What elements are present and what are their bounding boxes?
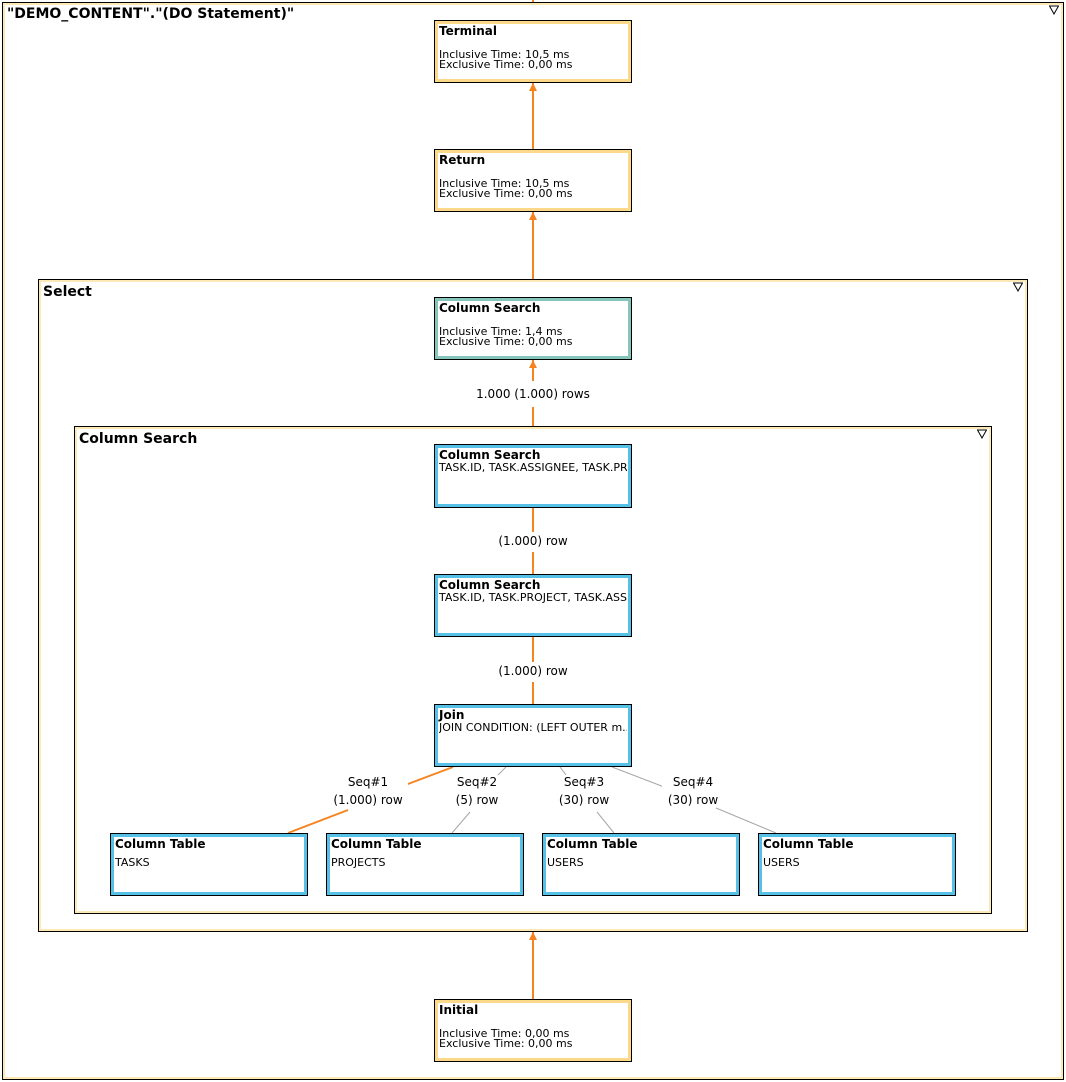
- edge-seq4-b: [715, 807, 777, 834]
- arrowhead-select-cs: [529, 360, 537, 368]
- node-initial[interactable]: Initial Inclusive Time: 0,00 ms Exclusiv…: [434, 999, 632, 1062]
- edge-seq2-b: [451, 811, 471, 834]
- node-title: Column Table: [763, 837, 854, 851]
- exclusive-time: Exclusive Time: 0,00 ms: [439, 58, 573, 71]
- seq-number: Seq#2: [456, 775, 498, 789]
- edge-seq1-b: [287, 809, 349, 834]
- node-detail: TASK.ID, TASK.PROJECT, TASK.ASSI...: [439, 592, 627, 603]
- table-name: USERS: [763, 857, 800, 869]
- edge-label-cs1: (1.000) row: [483, 534, 583, 548]
- seq4-label: Seq#4 (30) row: [662, 775, 724, 807]
- node-return[interactable]: Return Inclusive Time: 10,5 ms Exclusive…: [434, 149, 632, 212]
- node-title: Column Search: [439, 578, 541, 592]
- edge-label-select-rows: 1.000 (1.000) rows: [463, 387, 603, 401]
- node-title: Terminal: [439, 24, 498, 38]
- node-column-table-users-2[interactable]: Column Table USERS: [758, 833, 956, 896]
- edge-label-cs2: (1.000) row: [483, 664, 583, 678]
- seq-rows: (30) row: [667, 793, 719, 807]
- node-title: Initial: [439, 1003, 479, 1017]
- node-column-table-users-1[interactable]: Column Table USERS: [542, 833, 740, 896]
- exclusive-time: Exclusive Time: 0,00 ms: [439, 1037, 573, 1050]
- node-title: Column Table: [115, 837, 206, 851]
- node-title: Column Search: [439, 448, 541, 462]
- seq-rows: (1.000) row: [333, 793, 403, 807]
- node-detail: JOIN CONDITION: (LEFT OUTER m...: [439, 722, 627, 733]
- node-join[interactable]: Join JOIN CONDITION: (LEFT OUTER m...: [434, 704, 632, 767]
- seq1-label: Seq#1 (1.000) row: [328, 775, 408, 807]
- column-search-group: [74, 426, 992, 914]
- node-detail: TASK.ID, TASK.ASSIGNEE, TASK.PR...: [439, 462, 627, 473]
- seq-number: Seq#4: [672, 775, 714, 789]
- seq-number: Seq#1: [347, 775, 389, 789]
- select-group-title: Select: [43, 284, 92, 300]
- arrowhead-return: [529, 212, 537, 220]
- column-search-group-title: Column Search: [79, 431, 198, 447]
- exclusive-time: Exclusive Time: 0,00 ms: [439, 335, 573, 348]
- table-name: PROJECTS: [331, 857, 386, 869]
- node-title: Column Search: [439, 301, 541, 315]
- edge-seq3-a: [559, 766, 567, 776]
- arrowhead-select: [529, 932, 537, 940]
- seq3-label: Seq#3 (30) row: [554, 775, 614, 807]
- inclusive-time: Inclusive Time: 1,4 ms: [439, 325, 563, 338]
- node-column-search-1[interactable]: Column Search TASK.ID, TASK.ASSIGNEE, TA…: [434, 444, 632, 508]
- exclusive-time: Exclusive Time: 0,00 ms: [439, 187, 573, 200]
- seq-rows: (30) row: [558, 793, 610, 807]
- node-title: Join: [439, 708, 465, 722]
- collapse-column-search-icon[interactable]: [977, 429, 987, 439]
- node-select-column-search[interactable]: Column Search Inclusive Time: 1,4 ms Exc…: [434, 297, 632, 360]
- seq-number: Seq#3: [563, 775, 605, 789]
- seq2-label: Seq#2 (5) row: [447, 775, 507, 807]
- node-column-table-projects[interactable]: Column Table PROJECTS: [326, 833, 524, 896]
- node-title: Column Table: [547, 837, 638, 851]
- node-title: Column Table: [331, 837, 422, 851]
- node-column-search-2[interactable]: Column Search TASK.ID, TASK.PROJECT, TAS…: [434, 574, 632, 637]
- node-title: Return: [439, 153, 486, 167]
- node-column-table-tasks[interactable]: Column Table TASKS: [110, 833, 308, 896]
- arrowhead-terminal: [529, 83, 537, 91]
- edge-seq3-b: [596, 811, 615, 834]
- edge-seq2-a: [497, 766, 507, 776]
- node-terminal[interactable]: Terminal Inclusive Time: 10,5 ms Exclusi…: [434, 20, 632, 83]
- collapse-statement-icon[interactable]: [1049, 5, 1059, 15]
- table-name: USERS: [547, 857, 584, 869]
- select-group: [38, 279, 1028, 932]
- statement-title: "DEMO_CONTENT"."(DO Statement)": [7, 6, 295, 22]
- collapse-select-icon[interactable]: [1013, 282, 1023, 292]
- seq-rows: (5) row: [455, 793, 499, 807]
- inclusive-time: Inclusive Time: 10,5 ms: [439, 177, 570, 190]
- table-name: TASKS: [115, 857, 150, 869]
- inclusive-time: Inclusive Time: 0,00 ms: [439, 1027, 570, 1040]
- inclusive-time: Inclusive Time: 10,5 ms: [439, 48, 570, 61]
